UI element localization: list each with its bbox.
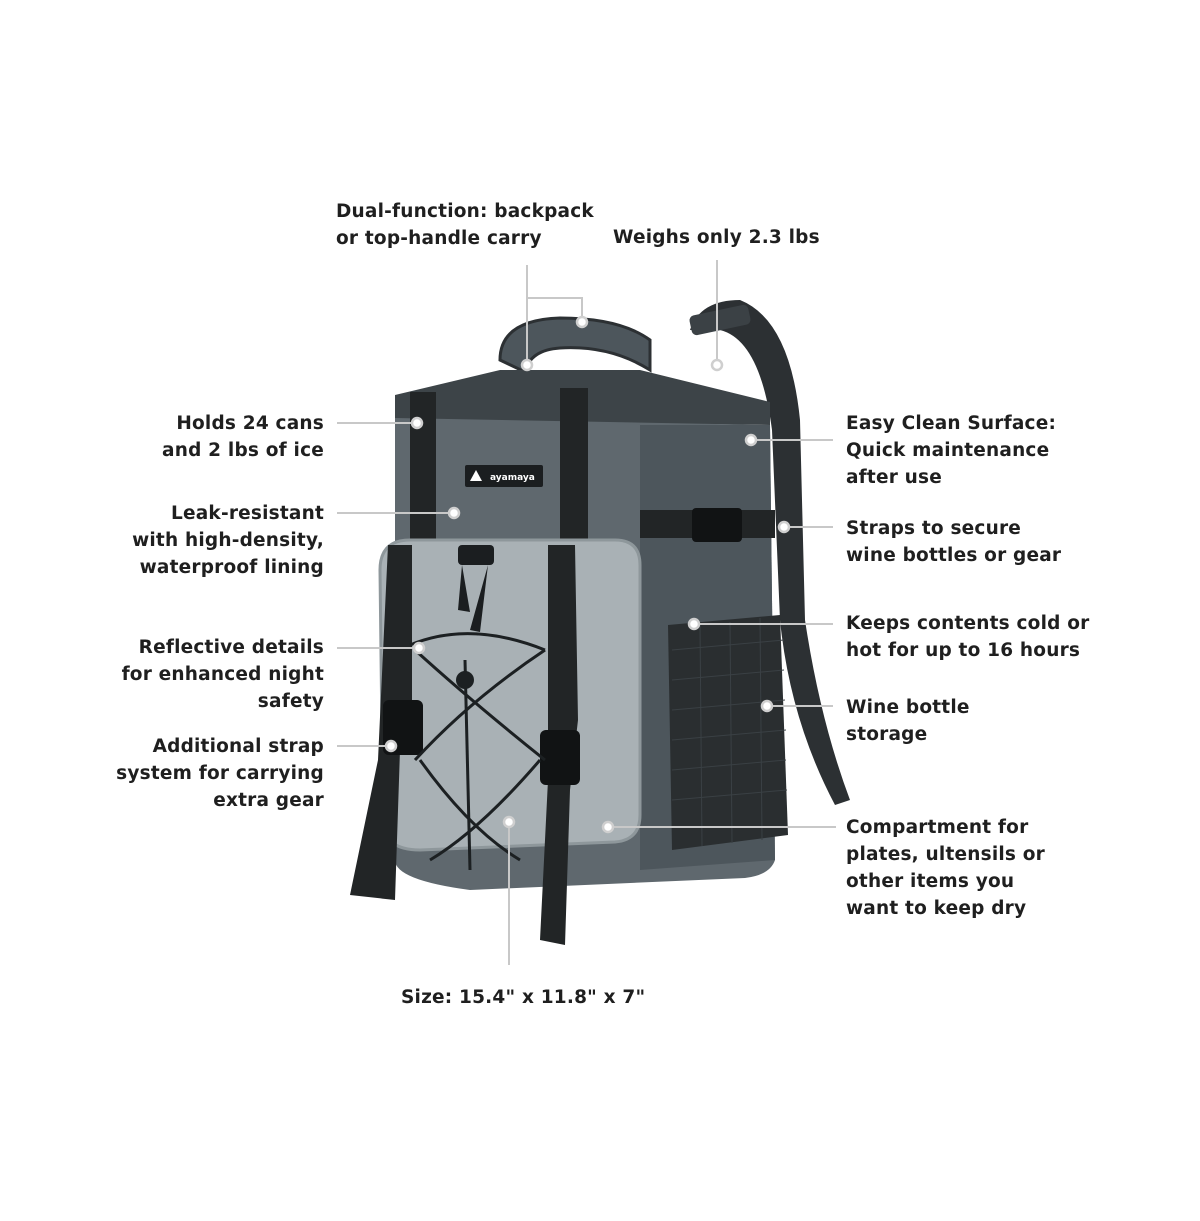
callout-line: Additional strap: [152, 736, 324, 757]
mesh-pocket: [668, 615, 788, 850]
callout-line: Wine bottle: [846, 697, 970, 718]
front-buckle-right: [540, 730, 580, 785]
callout-line: safety: [257, 691, 324, 712]
callout-easy-clean: Easy Clean Surface: Quick maintenance af…: [846, 410, 1056, 491]
callout-side-straps: Straps to secure wine bottles or gear: [846, 515, 1061, 569]
callout-line: Keeps contents cold or: [846, 613, 1090, 634]
callout-line: with high-density,: [132, 530, 324, 551]
callout-line: after use: [846, 467, 943, 488]
callout-line: other items you: [846, 871, 1015, 892]
callout-line: Holds 24 cans: [176, 413, 324, 434]
callout-line: and 2 lbs of ice: [162, 440, 324, 461]
callout-strap-system: Additional strap system for carrying ext…: [116, 733, 324, 814]
brand-mark-icon: [470, 470, 482, 481]
front-pocket: [378, 538, 642, 852]
callout-dots: [384, 315, 791, 834]
leader-lines: [337, 260, 836, 965]
brand-text: ayamaya: [490, 473, 535, 483]
callout-size: Size: 15.4" x 11.8" x 7": [401, 984, 645, 1011]
callout-line: Compartment for: [846, 817, 1029, 838]
callout-line: Weighs only 2.3 lbs: [613, 227, 820, 248]
callout-line: want to keep dry: [846, 898, 1027, 919]
callout-line: extra gear: [213, 790, 324, 811]
callout-line: waterproof lining: [139, 557, 324, 578]
strap-buckle: [689, 304, 751, 336]
callout-line: or top-handle carry: [336, 228, 542, 249]
callout-line: plates, ultensils or: [846, 844, 1045, 865]
callout-line: hot for up to 16 hours: [846, 640, 1081, 661]
callout-dual-function: Dual-function: backpack or top-handle ca…: [336, 198, 594, 252]
cord-lock: [456, 671, 474, 689]
brand-logo: [465, 465, 543, 487]
front-strap-left: [350, 545, 412, 900]
zipper-tabs: [458, 565, 488, 632]
callout-line: Size: 15.4" x 11.8" x 7": [401, 987, 646, 1008]
zipper-pull: [458, 545, 494, 565]
callout-line: storage: [846, 724, 928, 745]
callout-capacity: Holds 24 cans and 2 lbs of ice: [162, 410, 324, 464]
callout-compartment: Compartment for plates, ultensils or oth…: [846, 814, 1045, 922]
shoulder-strap: [690, 300, 850, 805]
body-strap-right: [560, 388, 588, 563]
callout-line: for enhanced night: [121, 664, 324, 685]
callout-line: Easy Clean Surface:: [846, 413, 1057, 434]
callout-line: Quick maintenance: [846, 440, 1050, 461]
callout-insulation: Keeps contents cold or hot for up to 16 …: [846, 610, 1089, 664]
callout-line: Leak-resistant: [171, 503, 324, 524]
side-buckle: [692, 508, 742, 542]
callout-weight: Weighs only 2.3 lbs: [613, 224, 820, 251]
callout-wine-storage: Wine bottle storage: [846, 694, 970, 748]
callout-reflective: Reflective details for enhanced night sa…: [122, 634, 324, 715]
callout-line: Reflective details: [138, 637, 324, 658]
callout-line: Straps to secure: [846, 518, 1022, 539]
top-handle: [498, 316, 652, 375]
callout-line: system for carrying: [116, 763, 324, 784]
callout-line: wine bottles or gear: [846, 545, 1062, 566]
body-strap-left: [410, 392, 436, 562]
callout-line: Dual-function: backpack: [336, 201, 594, 222]
callout-leak-resistant: Leak-resistant with high-density, waterp…: [132, 500, 324, 581]
